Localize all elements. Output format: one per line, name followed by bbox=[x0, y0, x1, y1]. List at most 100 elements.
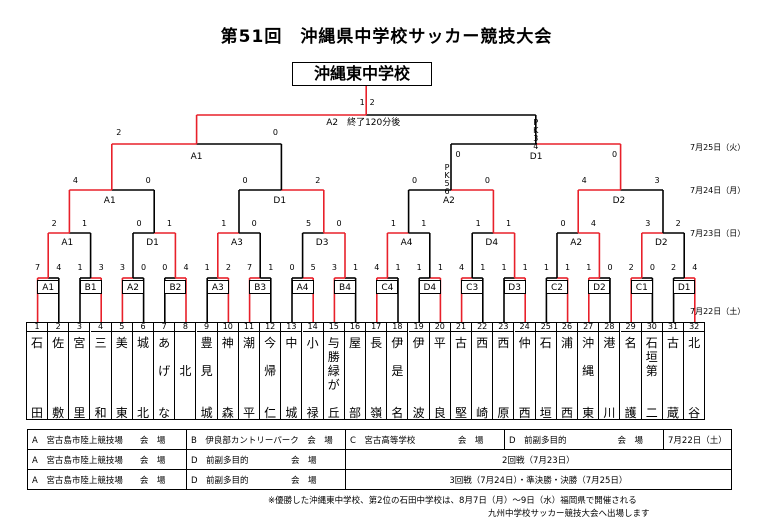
score: 1 bbox=[268, 263, 274, 272]
team-name-char: 城 bbox=[136, 336, 149, 350]
match-label: D1 bbox=[146, 238, 159, 248]
pk-mark: K bbox=[533, 126, 539, 135]
team-name: 城 北 bbox=[133, 332, 154, 420]
team-name: 屋 部 bbox=[345, 332, 366, 420]
team-number: 24 bbox=[514, 322, 536, 332]
team-name-char: 二 bbox=[645, 406, 658, 420]
team-number: 10 bbox=[217, 322, 239, 332]
team-name-char: 仲 bbox=[518, 336, 531, 350]
match-label: A2 bbox=[443, 196, 455, 206]
pk-mark: P bbox=[533, 118, 539, 127]
score: 1 bbox=[390, 219, 396, 228]
match-label: C2 bbox=[546, 280, 568, 294]
team-number: 4 bbox=[90, 322, 112, 332]
team-name-char: 西 bbox=[476, 336, 489, 350]
score: 1 bbox=[475, 219, 481, 228]
team-name-char: 森 bbox=[221, 406, 234, 420]
team-number: 5 bbox=[111, 322, 133, 332]
score: 4 bbox=[459, 263, 465, 272]
score: 3 bbox=[645, 219, 651, 228]
team-name: 浦 西 bbox=[557, 332, 578, 420]
team-name-char: 北 bbox=[179, 364, 192, 378]
score: 0 bbox=[607, 263, 613, 272]
score: 0 bbox=[560, 219, 566, 228]
team-name-char: 良 bbox=[433, 406, 446, 420]
team-name: 与勝緑が 丘 bbox=[324, 332, 345, 420]
team-name-char: 見 bbox=[200, 364, 213, 378]
score: 4 bbox=[72, 176, 78, 185]
team-name-char: 是 bbox=[391, 364, 404, 378]
team-name-char: 嶺 bbox=[370, 406, 383, 420]
team-name-char: 佐 bbox=[52, 336, 65, 350]
team-name-char: 古 bbox=[454, 336, 467, 350]
match-label: D2 bbox=[612, 196, 626, 206]
pk-mark: 3 bbox=[533, 134, 539, 143]
team-number: 2 bbox=[48, 322, 70, 332]
team-number: 17 bbox=[366, 322, 388, 332]
team-name: 美 東 bbox=[112, 332, 133, 420]
pk-mark: 6 bbox=[444, 187, 450, 196]
team-name: 古 蔵 bbox=[663, 332, 684, 420]
team-name: 伊 是 名 bbox=[387, 332, 409, 420]
team-name-char: 東 bbox=[115, 406, 128, 420]
score: 5 bbox=[306, 219, 312, 228]
team-name-char: な bbox=[158, 406, 171, 420]
match-label: D3 bbox=[503, 280, 526, 294]
match-label: D2 bbox=[655, 238, 668, 248]
venue-cell: A 宮古島市陸上競技場 会 場 bbox=[27, 449, 187, 470]
venue-row: A 宮古島市陸上競技場 会 場 D 前副多目的 会 場 2回戦（7月23日） bbox=[27, 449, 732, 470]
venue-date: 7月22日（土） bbox=[663, 429, 732, 450]
score: 1 bbox=[480, 263, 486, 272]
match-label: B3 bbox=[249, 280, 272, 294]
final-label: A2 終了120分後 bbox=[326, 118, 401, 128]
team-name-char: 城 bbox=[200, 406, 213, 420]
team-name-char: 与 bbox=[327, 336, 340, 350]
team-number: 7 bbox=[154, 322, 176, 332]
match-label: A1 bbox=[190, 152, 203, 162]
team-area-border bbox=[26, 322, 706, 420]
team-name-char: 伊 bbox=[412, 336, 425, 350]
venue-row: A 宮古島市陸上競技場 会 場 B 伊良部カントリーパーク 会 場 C 宮古高等… bbox=[27, 429, 732, 450]
match-label: D2 bbox=[588, 280, 611, 294]
match-label: A2 bbox=[570, 238, 583, 248]
team-number: 26 bbox=[557, 322, 578, 332]
score: 2 bbox=[116, 128, 122, 137]
team-name-char: 古 bbox=[666, 336, 679, 350]
team-name-char: 港 bbox=[603, 336, 616, 350]
match-label: D1 bbox=[673, 280, 696, 294]
team-name-char: 北 bbox=[136, 406, 149, 420]
team-name: 神 森 bbox=[218, 332, 239, 420]
match-label: B1 bbox=[79, 280, 102, 294]
score: 2 bbox=[51, 219, 57, 228]
match-label: D1 bbox=[273, 196, 287, 206]
match-label: A4 bbox=[291, 280, 314, 294]
page-title: 第51回 沖縄県中学校サッカー競技大会 bbox=[220, 27, 553, 47]
score: 0 bbox=[242, 176, 248, 185]
team-number: 18 bbox=[387, 322, 409, 332]
score: 1 bbox=[501, 263, 507, 272]
team-name: 仲 西 bbox=[515, 332, 536, 420]
team-number: 25 bbox=[535, 322, 557, 332]
venue-round: 3回戦（7月24日）・準決勝・決勝（7月25日） bbox=[345, 469, 732, 490]
team-name: あ げ な bbox=[154, 332, 176, 420]
team-name: 平 良 bbox=[430, 332, 451, 420]
team-number: 8 bbox=[175, 322, 197, 332]
team-name-char: 川 bbox=[603, 406, 616, 420]
team-name-char: 三 bbox=[94, 336, 107, 350]
score: 1 bbox=[437, 263, 443, 272]
team-number: 23 bbox=[493, 322, 515, 332]
score: 1 bbox=[506, 219, 512, 228]
team-name-char: 石 bbox=[645, 336, 658, 350]
score: 2 bbox=[675, 219, 681, 228]
team-name-char: 小 bbox=[306, 336, 319, 350]
team-name: 潮 平 bbox=[239, 332, 260, 420]
score: 1 bbox=[82, 219, 88, 228]
team-name-char: 西 bbox=[497, 336, 510, 350]
score: 1 bbox=[565, 263, 571, 272]
team-name-char: 和 bbox=[94, 406, 107, 420]
score: 0 bbox=[649, 263, 655, 272]
team-name-char: げ bbox=[158, 364, 171, 378]
team-name: 石 田 bbox=[27, 332, 48, 420]
team-name-char: 田 bbox=[30, 406, 43, 420]
team-name-char: 名 bbox=[391, 406, 404, 420]
